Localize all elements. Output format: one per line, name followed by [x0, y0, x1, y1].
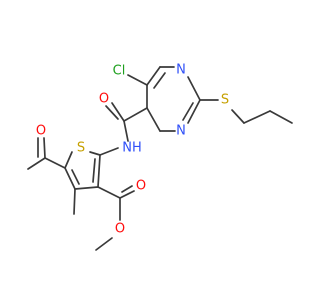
bond	[44, 157, 66, 169]
bond	[71, 169, 80, 185]
bond	[123, 120, 129, 142]
bond	[97, 154, 101, 188]
oxygen-label: O	[36, 124, 46, 139]
bond	[43, 137, 46, 159]
bond	[269, 110, 293, 124]
sulfur-label: S	[221, 93, 229, 108]
nitrogen-label: N	[176, 124, 186, 139]
bond	[127, 74, 148, 86]
bond	[119, 190, 135, 199]
bond	[243, 110, 271, 124]
nitrogen-label: N	[176, 63, 186, 78]
molecule-structure: Cl N N S O NH S O O O	[27, 63, 293, 251]
oxygen-label: O	[99, 92, 109, 107]
bond	[187, 76, 201, 101]
sulfur-label: S	[77, 141, 85, 156]
bond	[123, 107, 148, 122]
bond	[231, 109, 245, 124]
oxygen-label: O	[115, 222, 125, 237]
bond	[121, 185, 133, 193]
chlorine-label: Cl	[113, 64, 126, 79]
bond	[89, 151, 101, 156]
bond	[187, 99, 201, 124]
bond	[105, 105, 119, 120]
bond	[153, 72, 166, 89]
oxygen-label: O	[136, 179, 146, 194]
bond	[73, 188, 76, 215]
bond	[182, 102, 194, 121]
bond	[95, 237, 113, 251]
bonds	[27, 66, 293, 251]
bond	[146, 107, 161, 132]
bond	[146, 66, 161, 86]
bond	[27, 157, 46, 170]
bond	[74, 186, 99, 190]
bond	[97, 186, 121, 199]
amine-label: NH	[122, 141, 142, 156]
bond	[64, 167, 76, 190]
bond	[92, 158, 96, 183]
bond	[111, 102, 125, 122]
atom-labels: Cl N N S O NH S O O O	[36, 63, 229, 237]
bond	[99, 147, 119, 156]
bond	[64, 151, 73, 169]
